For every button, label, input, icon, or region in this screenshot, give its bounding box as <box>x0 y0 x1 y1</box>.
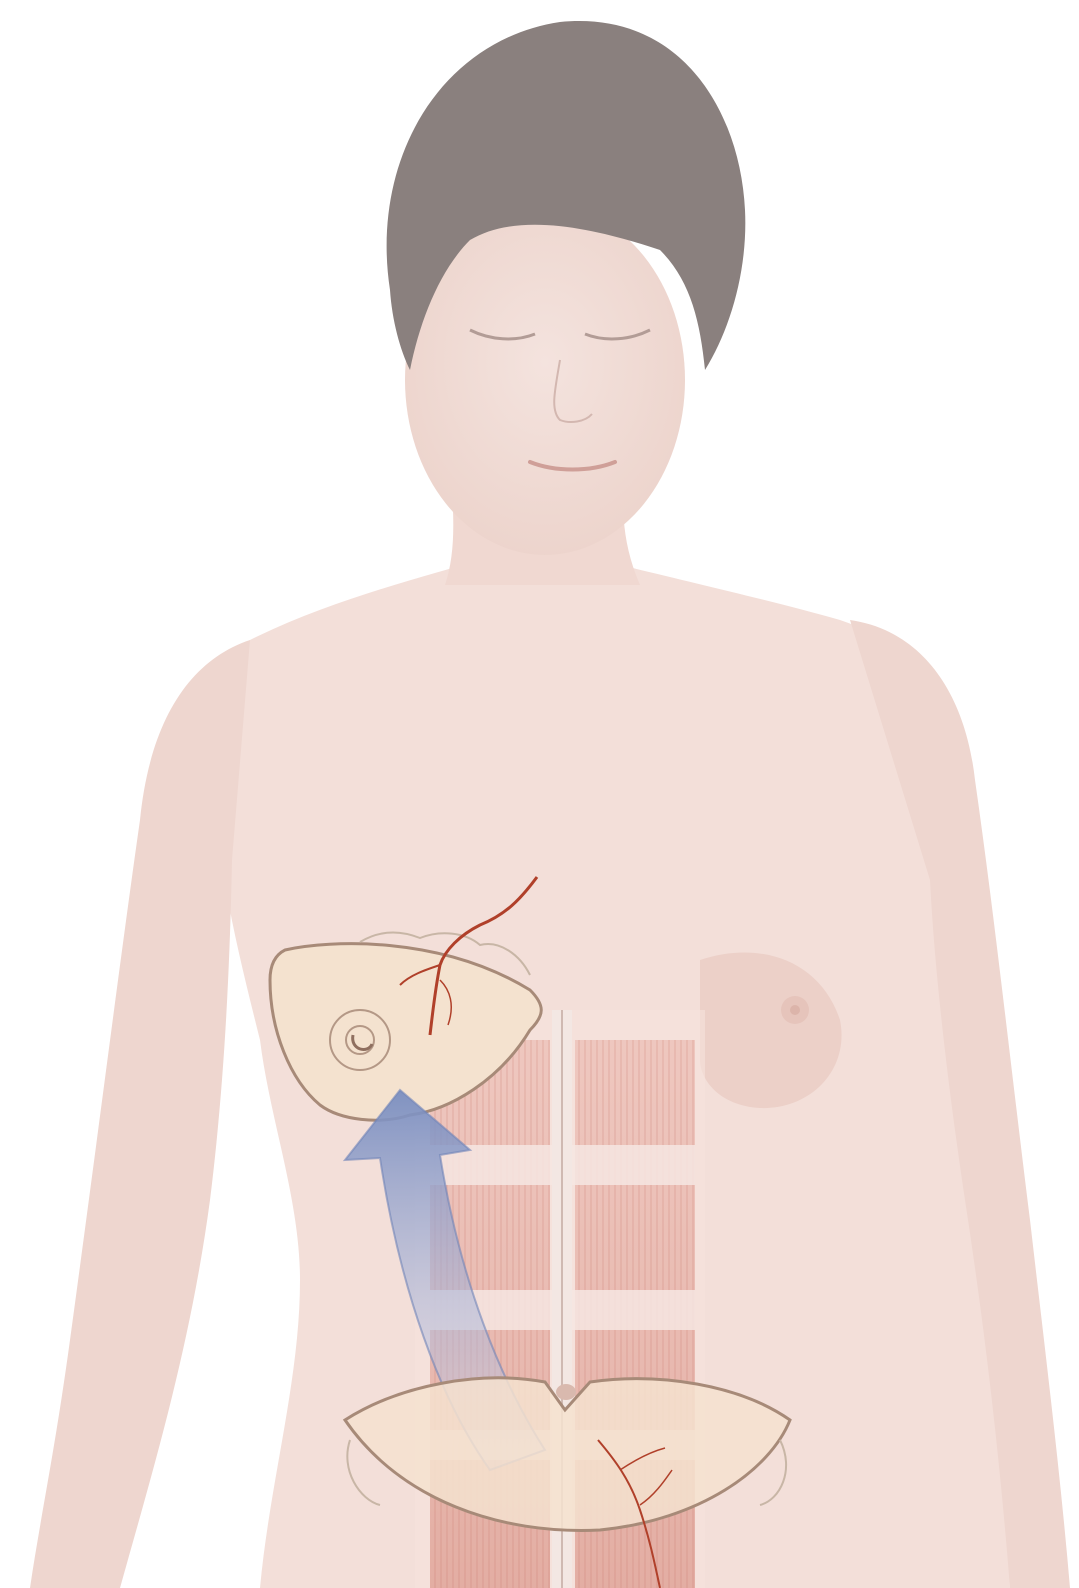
head <box>387 21 746 555</box>
